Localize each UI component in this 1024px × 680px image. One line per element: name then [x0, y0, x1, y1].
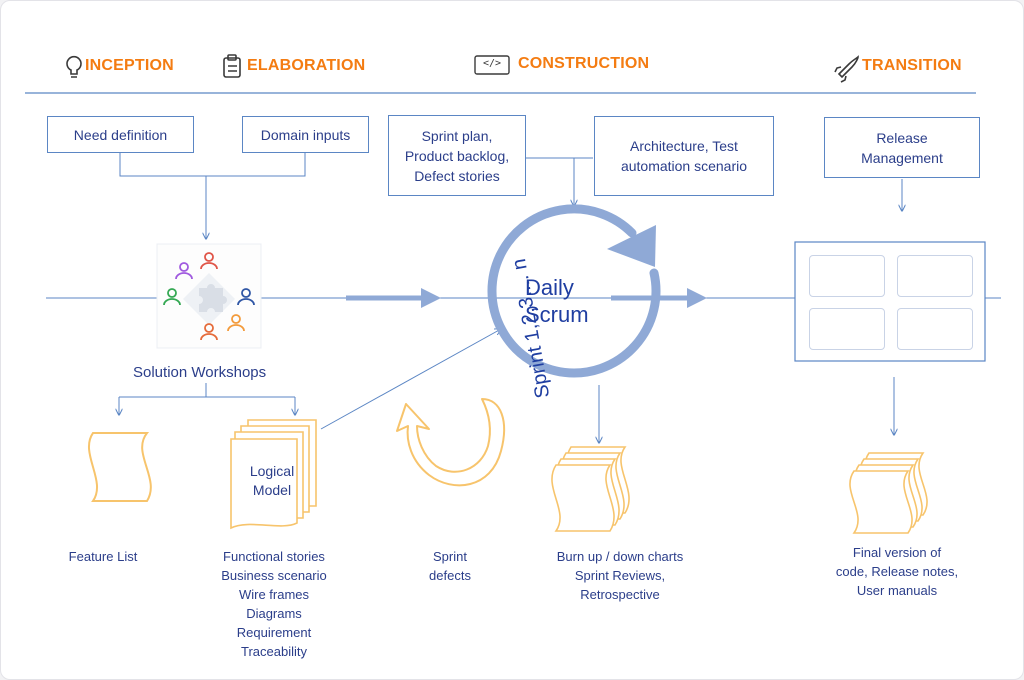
release-management-box: Release Management: [824, 117, 980, 178]
architecture-box: Architecture, Test automation scenario: [594, 116, 774, 196]
solution-workshops-label: Solution Workshops: [133, 364, 267, 381]
rocket-icon: [834, 55, 859, 83]
phase-elaboration-label: ELABORATION: [247, 57, 366, 74]
logical-model-doc-icon: [230, 419, 317, 530]
functional-stories-caption: Functional stories Business scenario Wir…: [221, 549, 327, 659]
burn-charts-caption: Burn up / down charts Sprint Reviews, Re…: [556, 549, 684, 602]
workshop-branch-connector: [119, 383, 295, 398]
sprint-defects-arrow-icon: [396, 398, 506, 487]
final-version-doc-icon: [849, 452, 928, 534]
sprint-inputs-connector: [525, 157, 593, 206]
dashboard-tile-bar: [897, 255, 973, 297]
sprint-defects-caption: Sprint defects: [429, 549, 471, 583]
sprint-cycle-ring: [487, 204, 661, 378]
final-version-caption: Final version of code, Release notes, Us…: [835, 545, 959, 598]
burn-charts-doc-icon: [551, 446, 630, 532]
logical-to-scrum-connector: [320, 329, 501, 430]
dashboard-tile-pie: [809, 255, 885, 297]
code-icon: [474, 55, 510, 75]
code-icon-glyph: </>: [482, 58, 502, 69]
clipboard-icon: [223, 54, 241, 78]
phase-transition-label: TRANSITION: [862, 57, 962, 74]
phase-inception-label: INCEPTION: [85, 57, 174, 74]
puzzle-icon: [183, 273, 235, 325]
daily-scrum-label: Daily Scrum: [525, 275, 589, 327]
sprint-plan-box: Sprint plan, Product backlog, Defect sto…: [388, 115, 526, 196]
inputs-connector: [119, 153, 306, 239]
sprint-cycle-arrowhead: [607, 225, 656, 267]
need-definition-box: Need definition: [47, 116, 194, 153]
feature-list-caption: Feature List: [68, 549, 138, 564]
domain-inputs-box: Domain inputs: [242, 116, 369, 153]
dashboard-tile-line: [809, 308, 885, 350]
phase-construction-label: CONSTRUCTION: [518, 55, 650, 72]
lightbulb-icon: [66, 55, 82, 78]
feature-list-doc-icon: [87, 432, 152, 502]
dashboard-tile-area: [897, 308, 973, 350]
logical-model-label: Logical Model: [249, 463, 295, 498]
people-icon: [163, 252, 255, 341]
